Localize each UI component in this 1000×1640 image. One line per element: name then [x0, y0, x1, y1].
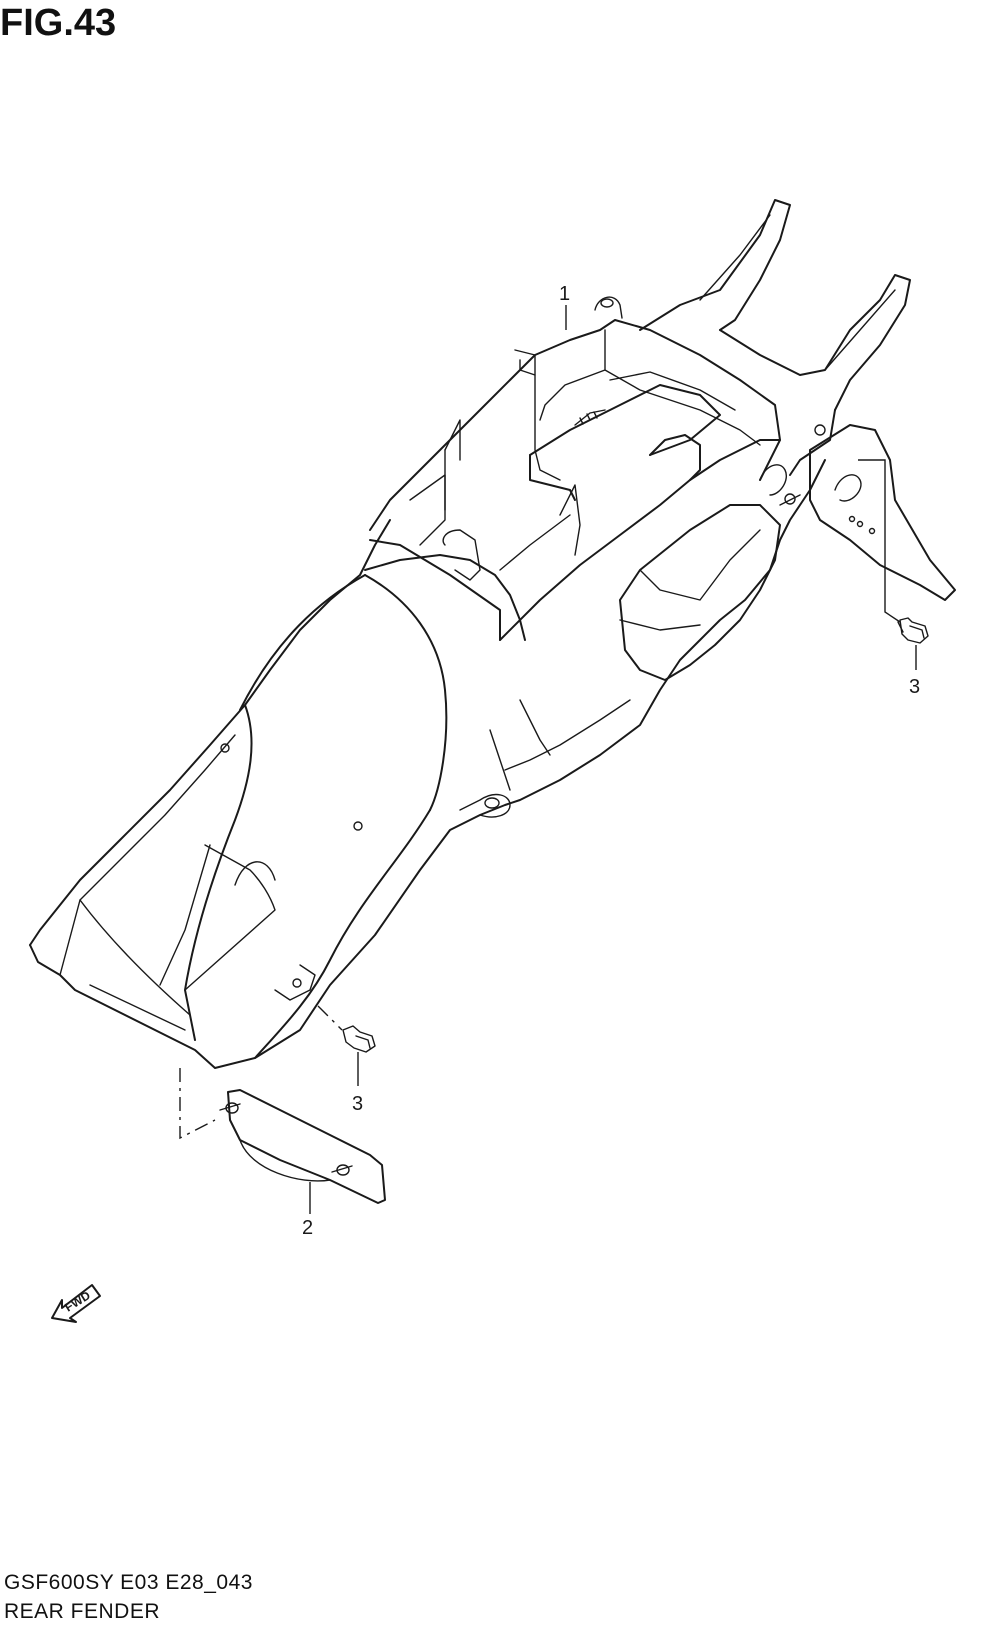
leader-line-3a [858, 459, 901, 623]
forward-arrow-icon: FWD [51, 1284, 101, 1323]
leader-line-3b-dash [317, 1005, 343, 1031]
callout-1: 1 [559, 283, 570, 305]
callout-3-lower: 3 [352, 1093, 363, 1115]
fwd-label: FWD [62, 1288, 93, 1315]
model-code: GSF600SY E03 E28_043 [4, 1571, 253, 1594]
section-name: REAR FENDER [4, 1600, 161, 1623]
callout-2: 2 [302, 1217, 313, 1239]
bolt-part-right [897, 617, 929, 644]
callout-3-right: 3 [909, 676, 920, 698]
figure-title: FIG.43 [0, 2, 117, 44]
rear-fender-part [29, 199, 956, 1069]
bolt-part-lower [342, 1025, 376, 1053]
mudflap-part [219, 1089, 386, 1204]
assembly-line [179, 1068, 216, 1140]
